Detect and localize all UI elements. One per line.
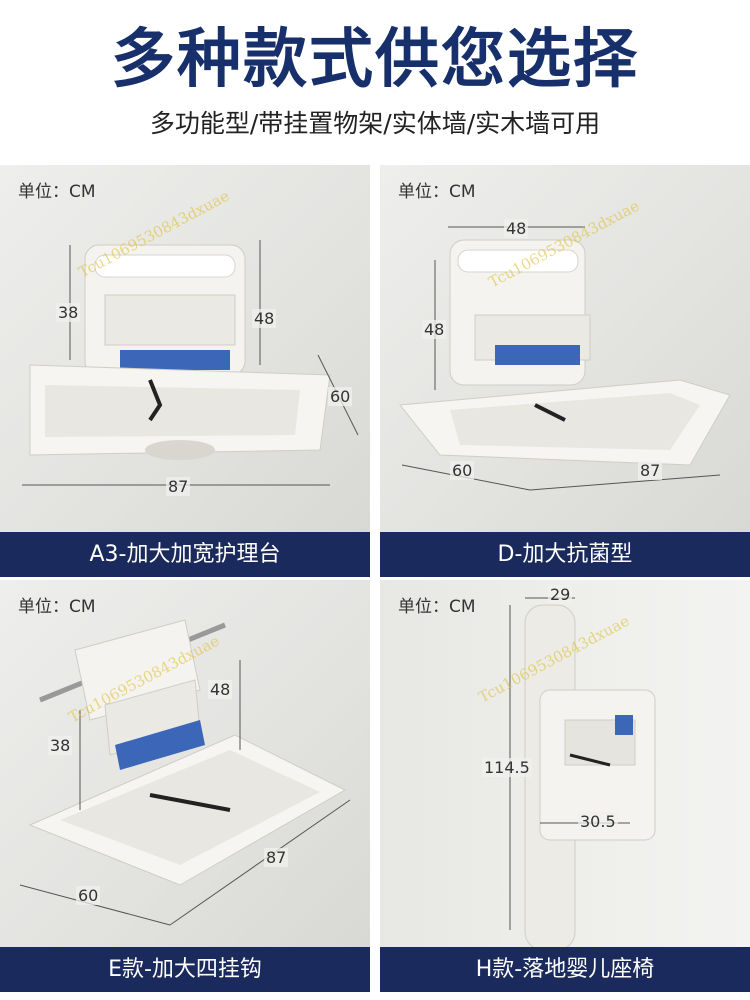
dim-depth: 60 (76, 886, 101, 905)
product-photo: 单位：CM 38 48 60 87 (0, 165, 370, 532)
dim-depth-top: 48 (252, 309, 277, 328)
product-card-e[interactable]: 单位：CM 38 48 60 87 E款-加大四挂钩 Tcu1069530843… (0, 580, 370, 1000)
unit-label: 单位：CM (18, 182, 96, 202)
product-photo: 单位：CM 48 48 60 87 (380, 165, 750, 532)
product-caption: H款-落地婴儿座椅 (380, 947, 750, 992)
page-title: 多种款式供您选择 (111, 23, 639, 97)
dim-depth: 60 (450, 461, 475, 480)
dim-height: 38 (56, 303, 81, 322)
dim-depth: 60 (328, 387, 353, 406)
dim-height: 48 (422, 320, 447, 339)
baby-seat-illustration (509, 597, 656, 947)
dim-height: 114.5 (482, 758, 532, 777)
dim-height: 38 (48, 736, 73, 755)
unit-label: 单位：CM (398, 597, 476, 617)
product-caption: A3-加大加宽护理台 (0, 532, 370, 577)
dim-top: 48 (504, 219, 529, 238)
header: 多种款式供您选择 多功能型/带挂置物架/实体墙/实木墙可用 (0, 0, 750, 160)
dim-width: 87 (638, 461, 663, 480)
dim-seat: 30.5 (578, 812, 618, 831)
product-photo: 单位：CM 38 48 60 87 (0, 580, 370, 947)
dim-width: 87 (166, 477, 191, 496)
product-card-h[interactable]: 单位：CM 29 114.5 30.5 H款-落地婴儿座椅 Tcu1069530… (380, 580, 750, 1000)
unit-label: 单位：CM (18, 597, 96, 617)
product-caption: E款-加大四挂钩 (0, 947, 370, 992)
product-card-a3[interactable]: 单位：CM 38 48 60 87 A3-加大加宽护理台 Tcu10695308… (0, 165, 370, 585)
dim-width: 87 (264, 848, 289, 867)
changing-table-illustration (22, 240, 359, 486)
product-caption: D-加大抗菌型 (380, 532, 750, 577)
changing-table-illustration (19, 619, 351, 926)
page-subtitle: 多功能型/带挂置物架/实体墙/实木墙可用 (149, 109, 601, 138)
product-photo: 单位：CM 29 114.5 30.5 (380, 580, 750, 947)
dim-top: 29 (548, 585, 573, 604)
product-card-d[interactable]: 单位：CM 48 48 60 87 D-加大抗菌型 Tcu1069530843d… (380, 165, 750, 585)
dim-depth-top: 48 (208, 680, 233, 699)
changing-table-illustration (399, 226, 731, 491)
unit-label: 单位：CM (398, 182, 476, 202)
